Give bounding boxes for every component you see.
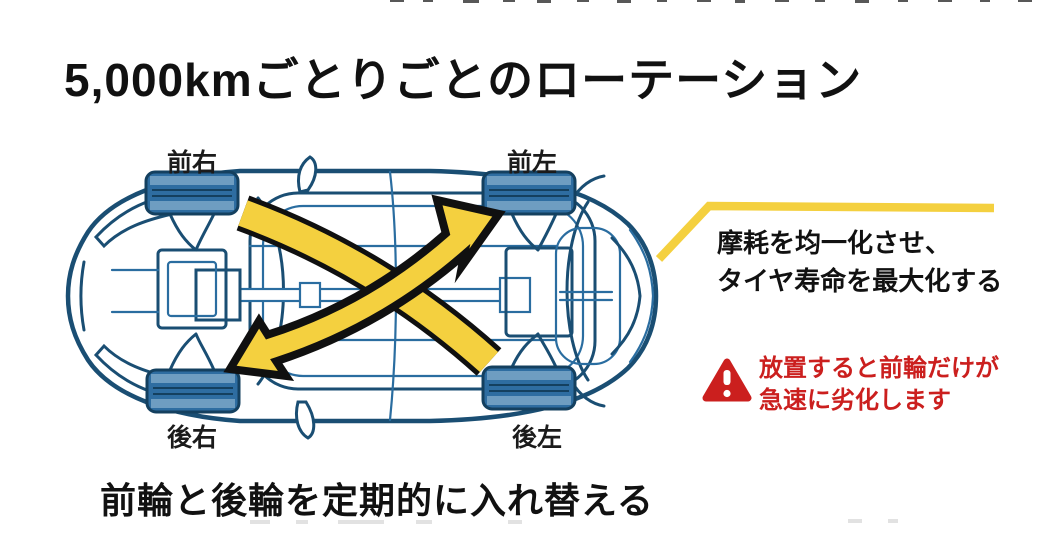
benefit-callout: 摩耗を均一化させ、 タイヤ寿命を最大化する [717, 224, 1002, 300]
tire-rear-right [145, 368, 241, 414]
top-crop-marks [390, 0, 1032, 3]
warning-line-1: 放置すると前輪だけが [759, 355, 999, 382]
side-mirror-top [296, 155, 318, 194]
rotation-arrow-front-left-rear-right [223, 194, 506, 382]
tire-label-front-right: 前右 [167, 149, 218, 177]
benefit-line-1: 摩耗を均一化させ、 [717, 228, 952, 258]
front-suspension [110, 212, 228, 372]
benefit-line-2: タイヤ寿命を最大化する [717, 266, 1003, 296]
warning-line-2: 急速に劣化します [759, 387, 951, 414]
tire-label-front-left: 前左 [507, 149, 558, 177]
page-title: 5,000kmごとりごとのローテーション [64, 54, 863, 106]
bottom-crop-marks [250, 519, 898, 524]
tire-rear-left [481, 365, 577, 411]
warning-callout: 放置すると前輪だけが 急速に劣化します [759, 353, 999, 417]
warning-triangle-icon [702, 358, 752, 402]
tire-label-rear-right: 後右 [167, 424, 218, 452]
callout-leader-line [655, 201, 995, 262]
tire-label-rear-left: 後左 [512, 424, 563, 452]
rear-suspension [504, 212, 622, 369]
tire-front-left [481, 170, 577, 216]
tire-front-right [144, 170, 240, 216]
side-mirror-bottom [294, 400, 316, 440]
rotation-band-front-right-to-rear-left [236, 195, 502, 376]
bottom-caption: 前輪と後輪を定期的に入れ替える [100, 480, 654, 521]
